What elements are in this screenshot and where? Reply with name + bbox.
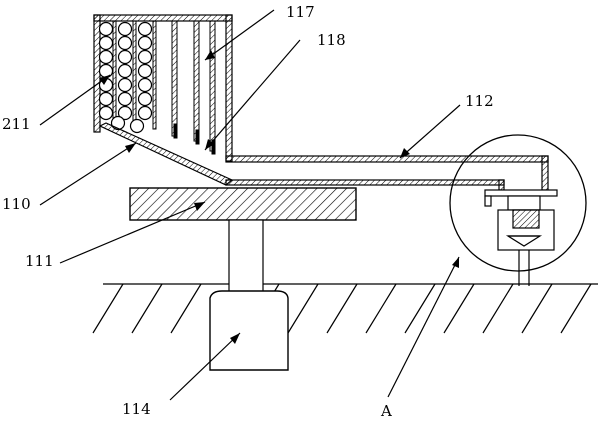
underground-block-114 [209, 290, 289, 371]
label-114: 114 [122, 400, 151, 418]
valve-mechanism [484, 189, 558, 286]
horizontal-channel-112 [225, 155, 549, 191]
detail-circle-a [449, 134, 587, 272]
leader-lines [39, 9, 461, 401]
label-112: 112 [465, 92, 494, 110]
label-211: 211 [2, 115, 31, 133]
label-110: 110 [2, 195, 31, 213]
label-117: 117 [286, 3, 315, 21]
label-118: 118 [317, 31, 346, 49]
balls-211 [98, 21, 153, 134]
internal-rods [171, 20, 216, 155]
label-a: A [380, 402, 392, 420]
ground [92, 283, 598, 334]
support-column [228, 219, 264, 294]
leader-arrowheads [99, 50, 459, 344]
platform-111 [129, 187, 357, 221]
label-111: 111 [25, 252, 54, 270]
